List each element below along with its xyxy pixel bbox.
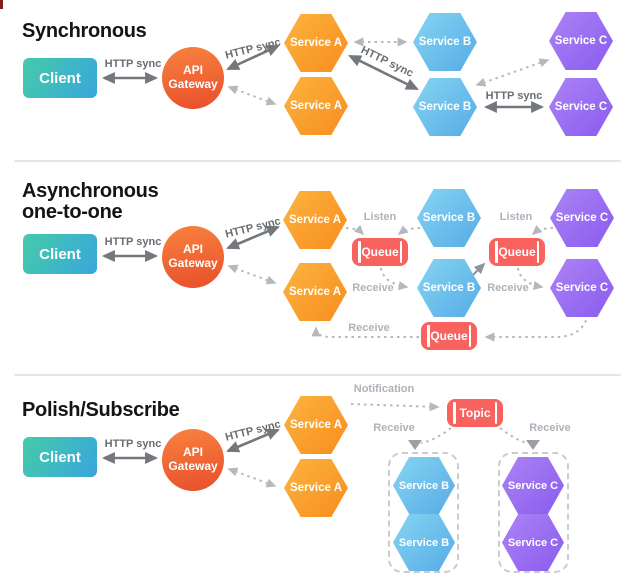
edge-label-http-sync: HTTP sync bbox=[104, 236, 162, 248]
arrow-pubsub-topic-groupb-receive bbox=[420, 427, 452, 444]
api-gateway-label: API Gateway bbox=[168, 63, 218, 91]
queue-label: Queue bbox=[430, 329, 468, 343]
edge-label-receive: Receive bbox=[352, 282, 394, 294]
arrow-async-gateway-servicea1 bbox=[226, 225, 280, 250]
service-c-label: Service C bbox=[507, 479, 559, 492]
service-a-label: Service A bbox=[290, 37, 342, 49]
service-b-group-box bbox=[388, 452, 459, 573]
service-b-label: Service B bbox=[422, 282, 476, 294]
topic-label: Topic bbox=[459, 406, 491, 420]
service-a-label: Service A bbox=[290, 419, 342, 431]
service-b-label: Service B bbox=[398, 536, 450, 549]
arrow-sync-gateway-servicea2-dashed bbox=[227, 85, 277, 106]
arrow-pubsub-servicea1-topic-notification bbox=[350, 402, 440, 412]
client-label: Client bbox=[39, 448, 81, 466]
arrow-async-servicea1-queue1 bbox=[345, 224, 365, 236]
edge-label-receive: Receive bbox=[348, 322, 390, 334]
corner-crop-artifact bbox=[0, 0, 3, 9]
section-title-pubsub: Polish/Subscribe bbox=[22, 399, 180, 421]
section-title-synchronous: Synchronous bbox=[22, 20, 147, 42]
edge-label-http-sync: HTTP sync bbox=[104, 438, 162, 450]
section-divider-1 bbox=[14, 160, 621, 162]
api-gateway-node-pubsub: API Gateway bbox=[162, 429, 224, 491]
arrow-async-gateway-servicea2-dashed bbox=[227, 264, 277, 285]
api-gateway-label: API Gateway bbox=[168, 242, 218, 270]
arrow-async-queue2-servicec2 bbox=[517, 267, 544, 291]
client-node-pubsub: Client bbox=[23, 437, 97, 477]
section-title-line-2: one-to-one bbox=[22, 201, 123, 223]
service-c-group-box bbox=[498, 452, 569, 573]
service-c-label: Service C bbox=[555, 282, 609, 294]
topic-node: Topic bbox=[447, 399, 503, 427]
arrow-sync-gateway-servicea1 bbox=[226, 44, 280, 71]
queue-node-1: Queue bbox=[352, 238, 408, 266]
service-c-label: Service C bbox=[554, 101, 608, 113]
edge-label-receive: Receive bbox=[373, 422, 415, 434]
edge-label-listen: Listen bbox=[363, 211, 397, 223]
arrow-async-serviceb1-queue1 bbox=[397, 225, 421, 235]
client-node-async: Client bbox=[23, 234, 97, 274]
arrow-pubsub-topic-groupc-receive bbox=[499, 427, 529, 444]
service-b-label: Service B bbox=[398, 479, 450, 492]
edge-label-receive: Receive bbox=[529, 422, 571, 434]
arrow-async-queue3-servicea2 bbox=[311, 326, 419, 338]
service-c-label: Service C bbox=[554, 35, 608, 47]
arrow-sync-serviceb2-servicec1-dashed bbox=[475, 58, 550, 87]
section-divider-2 bbox=[14, 374, 621, 376]
service-c-label: Service C bbox=[555, 212, 609, 224]
queue-label: Queue bbox=[498, 245, 536, 259]
api-gateway-label: API Gateway bbox=[168, 445, 218, 473]
queue-node-2: Queue bbox=[489, 238, 545, 266]
service-a-label: Service A bbox=[289, 286, 341, 298]
arrow-async-servicec1-queue2 bbox=[531, 225, 554, 236]
queue-node-3: Queue bbox=[421, 322, 477, 350]
api-gateway-node-async: API Gateway bbox=[162, 226, 224, 288]
edge-label-http-sync: HTTP sync bbox=[104, 58, 162, 70]
service-b-label: Service B bbox=[418, 36, 472, 48]
arrow-async-servicec2-queue3 bbox=[484, 313, 589, 342]
arrow-sync-servicea1-serviceb2 bbox=[348, 54, 419, 91]
edge-label-listen: Listen bbox=[499, 211, 533, 223]
service-b-label: Service B bbox=[422, 212, 476, 224]
client-node-sync: Client bbox=[23, 58, 97, 98]
arrowhead-groupc bbox=[526, 440, 540, 450]
service-a-label: Service A bbox=[290, 482, 342, 494]
section-title-line-1: Asynchronous bbox=[22, 180, 159, 202]
client-label: Client bbox=[39, 69, 81, 87]
client-label: Client bbox=[39, 245, 81, 263]
arrow-pubsub-gateway-servicea1 bbox=[226, 428, 280, 453]
service-c-label: Service C bbox=[507, 536, 559, 549]
queue-label: Queue bbox=[361, 245, 399, 259]
service-b-label: Service B bbox=[418, 101, 472, 113]
edge-label-receive: Receive bbox=[487, 282, 529, 294]
section-title-asynchronous: Asynchronous one-to-one bbox=[22, 180, 159, 223]
api-gateway-node-sync: API Gateway bbox=[162, 47, 224, 109]
service-a-label: Service A bbox=[290, 100, 342, 112]
arrow-pubsub-gateway-servicea2-dashed bbox=[227, 467, 277, 488]
arrow-async-queue1-serviceb2 bbox=[380, 267, 409, 291]
arrowhead-groupb bbox=[408, 440, 422, 450]
edge-label-notification: Notification bbox=[353, 383, 415, 395]
service-a-label: Service A bbox=[289, 214, 341, 226]
edge-label-http-sync: HTTP sync bbox=[485, 90, 543, 102]
